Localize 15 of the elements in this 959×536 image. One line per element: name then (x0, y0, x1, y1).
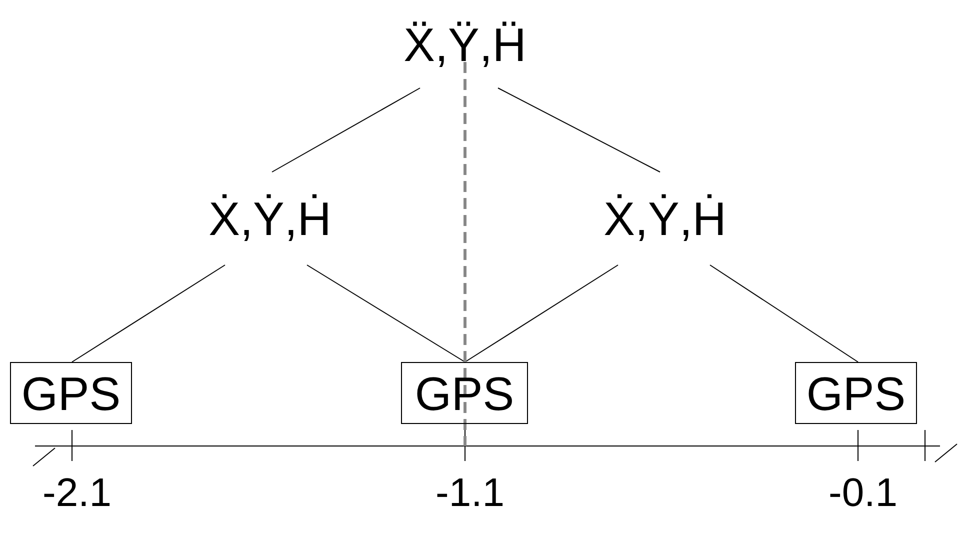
connector-line (464, 264, 618, 362)
connector-line (498, 88, 660, 172)
connector-line (272, 88, 420, 172)
gps-box: GPS (795, 362, 917, 424)
variable-label: Ẋ,Ẏ,Ḣ (590, 172, 740, 265)
gps-box: GPS (10, 362, 132, 424)
gps-box: GPS (401, 362, 528, 424)
tick-label: -1.1 (434, 473, 506, 513)
tick-label: -0.1 (828, 473, 898, 513)
connector-line (710, 264, 858, 362)
tick-label: -2.1 (42, 473, 112, 513)
variable-label: Ẋ,Ẏ,Ḣ (195, 172, 345, 265)
variable-label: Ẍ,Ÿ,Ḧ (385, 0, 545, 88)
connector-line (72, 264, 226, 362)
connector-line (306, 264, 466, 362)
